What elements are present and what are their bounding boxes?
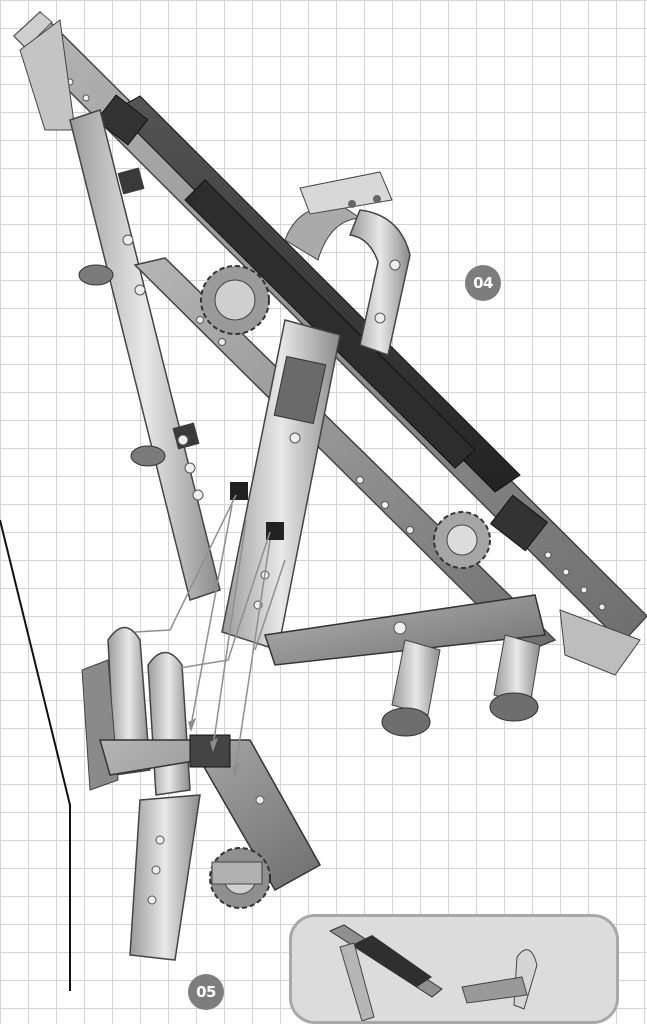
instruction-page: 04 05 xyxy=(0,0,647,991)
preview-thumbnail xyxy=(289,914,619,1024)
page-fold-line xyxy=(0,520,70,991)
step-number-badge: 04 xyxy=(465,265,501,301)
next-step-badge: 05 xyxy=(188,974,224,1010)
assembly-illustration xyxy=(0,0,647,991)
preview-model xyxy=(292,917,619,1024)
sub-assembly xyxy=(82,628,320,961)
feet xyxy=(382,635,540,736)
